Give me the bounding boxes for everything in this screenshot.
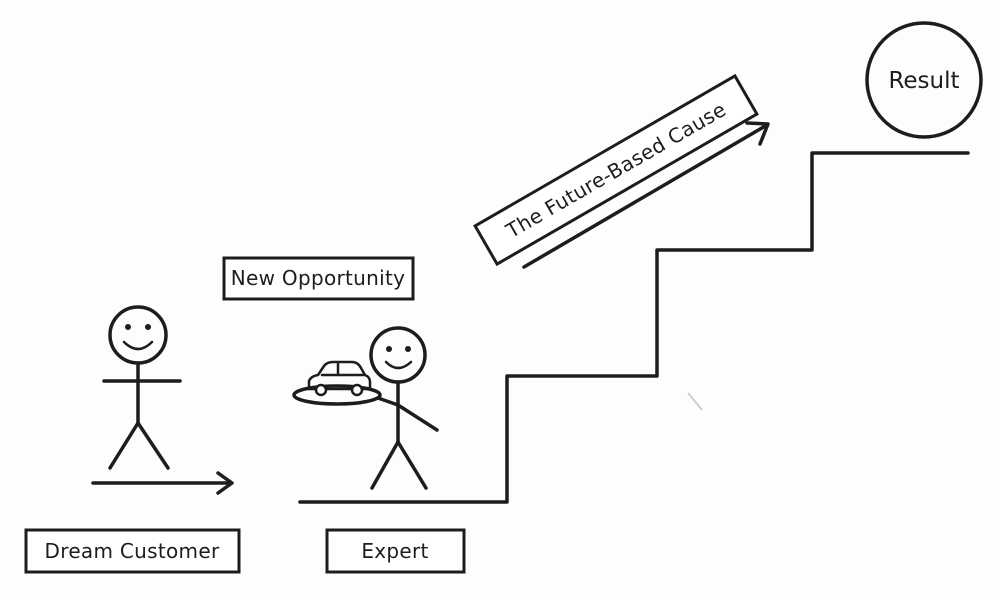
expert-figure (369, 326, 439, 490)
expert-label: Expert (361, 539, 428, 563)
future-cause-arrow (522, 121, 770, 269)
dream-customer-figure (102, 305, 182, 470)
dream-customer-label: Dream Customer (45, 539, 220, 563)
result-circle: Result (865, 21, 983, 139)
result-label: Result (888, 68, 959, 94)
expert-label-box: Expert (325, 528, 466, 574)
faint-stroke (687, 392, 703, 411)
new-opportunity-label: New Opportunity (231, 266, 406, 290)
staircase (298, 151, 970, 504)
future-based-cause-label: The Future-Based Cause (501, 97, 730, 243)
new-opportunity-label-box: New Opportunity (222, 256, 415, 301)
customer-movement-arrow (91, 471, 234, 495)
car-on-platter-icon (292, 360, 382, 406)
future-based-cause-label-box: The Future-Based Cause (473, 73, 759, 267)
dream-customer-label-box: Dream Customer (24, 528, 241, 574)
